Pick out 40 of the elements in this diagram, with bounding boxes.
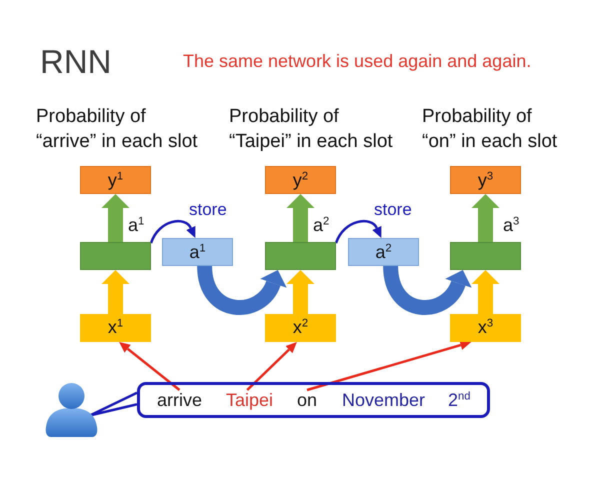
layer-box — [265, 242, 336, 270]
memory-box: a$^{2}$ — [348, 238, 419, 266]
input-box: x$^{2}$ — [265, 314, 336, 342]
layer-box — [450, 242, 521, 270]
memory-box: a$^{1}$ — [162, 238, 233, 266]
arrow — [246, 342, 297, 391]
arrow — [334, 220, 383, 244]
activation-label: a$^{1}$ — [128, 215, 144, 235]
arrow — [119, 342, 180, 391]
bubble-tail — [88, 392, 138, 417]
layer-box — [80, 242, 151, 270]
word: arrive — [157, 390, 202, 410]
input-box: x$^{1}$ — [80, 314, 151, 342]
output-caption: Probability of “on” in each slot — [422, 105, 558, 154]
activation-label: a$^{3}$ — [503, 215, 520, 235]
word: November — [342, 390, 426, 410]
output-caption: Probability of “arrive” in each slot — [36, 105, 199, 154]
arrow — [306, 340, 472, 392]
output-caption: Probability of “Taipei” in each slot — [229, 105, 394, 154]
input-box: x$^{3}$ — [450, 314, 521, 342]
slide-title: RNN — [40, 45, 112, 78]
block-arrow — [472, 194, 500, 242]
output-box: y$^{2}$ — [265, 166, 336, 194]
block-arrow — [102, 194, 130, 242]
output-box: y$^{3}$ — [450, 166, 521, 194]
curved-arrow — [197, 265, 286, 315]
person-icon — [45, 383, 98, 437]
output-box: y$^{1}$ — [80, 166, 151, 194]
word: Taipei — [226, 390, 274, 410]
block-arrow — [472, 270, 500, 314]
block-arrow — [286, 270, 314, 314]
block-arrow — [102, 270, 130, 314]
word: on — [297, 390, 318, 410]
subtitle: The same network is used again and again. — [183, 50, 532, 72]
block-arrow — [286, 194, 314, 242]
word: 2$^{nd}$ — [448, 390, 470, 410]
speech-bubble — [137, 382, 490, 418]
activation-label: a$^{2}$ — [313, 215, 330, 235]
arrow — [150, 220, 197, 244]
curved-arrow — [383, 265, 472, 315]
